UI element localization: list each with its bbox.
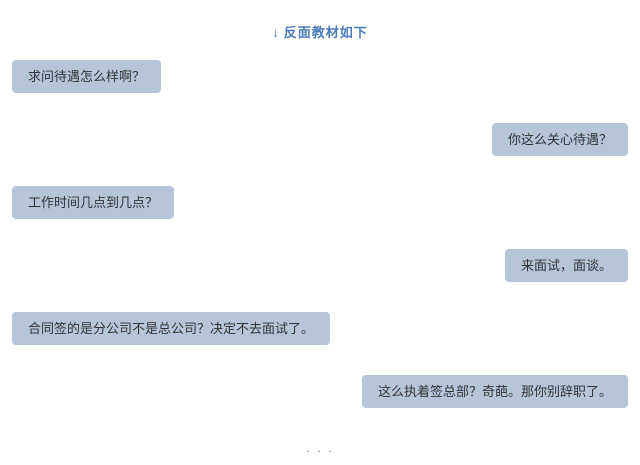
chat-bubble-outgoing: 这么执着签总部？奇葩。那你别辞职了。 [361, 375, 628, 408]
chat-bubble-incoming: 合同签的是分公司不是总公司？决定不去面试了。 [12, 312, 331, 345]
header-label: 反面教材如下 [283, 25, 368, 40]
chat-bubble-incoming: 求问待遇怎么样啊？ [12, 60, 162, 93]
message-list: 求问待遇怎么样啊？ 你这么关心待遇？ 工作时间几点到几点？ 来面试，面谈。 合同… [12, 60, 628, 408]
chat-bubble-outgoing: 你这么关心待遇？ [491, 123, 628, 156]
page-title: ↓反面教材如下 [0, 22, 640, 41]
down-arrow-icon: ↓ [272, 25, 280, 40]
chat-bubble-outgoing: 来面试，面谈。 [504, 249, 628, 282]
chat-bubble-incoming: 工作时间几点到几点？ [12, 186, 175, 219]
more-messages-indicator: . . . [305, 440, 335, 455]
